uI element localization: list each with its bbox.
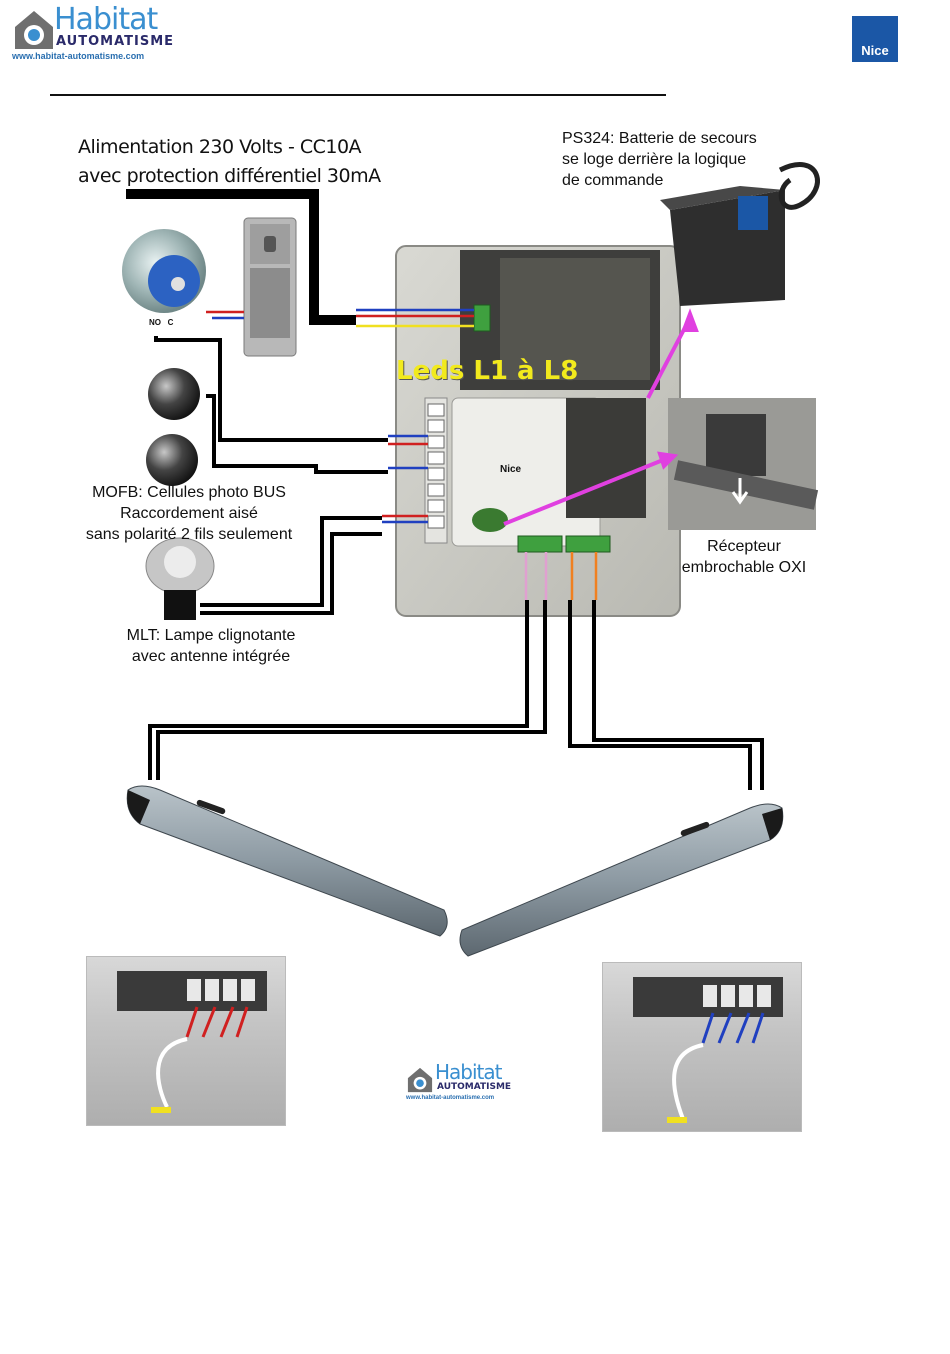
receiver-arrow <box>503 451 679 526</box>
header-logo: Habitat AUTOMATISME www.habitat-automati… <box>12 2 182 62</box>
control-unit <box>395 245 681 617</box>
footer-logo-subtitle: AUTOMATISME <box>437 1082 512 1092</box>
lamp-label-line2: avec antenne intégrée <box>131 648 291 665</box>
logo-name: Habitat <box>54 2 158 37</box>
receiver-label-line1: Récepteur <box>707 538 781 555</box>
logo-url: www.habitat-automatisme.com <box>12 51 145 61</box>
photocell-1 <box>148 368 200 420</box>
operator-right <box>459 803 784 957</box>
house-logo-icon <box>407 1067 433 1093</box>
power-label-line2: avec protection différentiel 30mA <box>78 165 381 187</box>
receiver-oxi <box>668 398 819 530</box>
no-c-label: NO C <box>149 318 174 327</box>
footer-logo-url: www.habitat-automatisme.com <box>406 1095 495 1101</box>
operator-left <box>126 785 448 937</box>
control-brand-label: Nice <box>500 464 522 475</box>
receiver-label: Récepteur embrochable OXI <box>670 536 818 578</box>
photocell-2 <box>146 434 198 486</box>
battery-label-line1: PS324: Batterie de secours <box>562 130 757 147</box>
photocells-label-line3: sans polarité 2 fils seulement <box>85 526 293 543</box>
lamp-label-line1: MLT: Lampe clignotante <box>126 627 296 644</box>
header-divider <box>50 94 666 96</box>
photocells-label-line2: Raccordement aisé <box>120 505 258 522</box>
leds-label: Leds L1 à L8 <box>396 356 579 386</box>
motor-terminal-photo-right <box>602 962 802 1132</box>
footer-logo: Habitat AUTOMATISME www.habitat-automati… <box>406 1060 526 1106</box>
flashing-lamp <box>145 537 215 620</box>
house-logo-icon <box>15 11 53 49</box>
motor-terminal-photo-left <box>86 956 286 1126</box>
power-label-line1: Alimentation 230 Volts - CC10A <box>78 136 362 158</box>
receiver-label-line2: embrochable OXI <box>681 559 807 576</box>
battery-label-line2: se loge derrière la logique <box>562 151 747 168</box>
intercom-panel <box>243 217 297 357</box>
battery-ps324 <box>660 162 820 306</box>
lamp-label: MLT: Lampe clignotante avec antenne inté… <box>96 625 326 667</box>
photocells-label-line1: MOFB: Cellules photo BUS <box>92 484 286 501</box>
battery-arrow <box>646 308 699 399</box>
footer-logo-name: Habitat <box>435 1060 502 1084</box>
brand-badge: Nice <box>852 16 898 62</box>
photocells-label: MOFB: Cellules photo BUS Raccordement ai… <box>66 482 312 545</box>
key-selector <box>122 229 206 313</box>
battery-label-line3: de commande <box>562 172 664 189</box>
logo-subtitle: AUTOMATISME <box>56 34 175 49</box>
